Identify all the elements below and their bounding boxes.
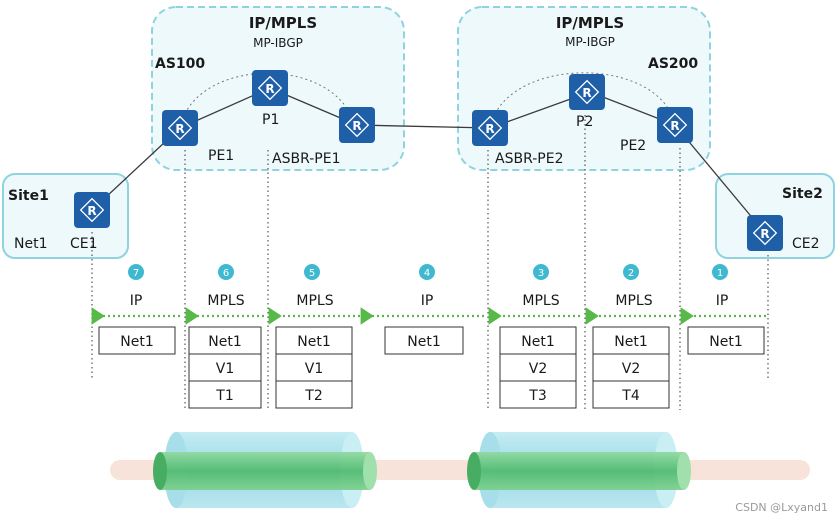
step-6: 6 (218, 264, 234, 280)
router-glyph: R (87, 204, 96, 218)
router-icon (752, 220, 778, 246)
step-2-protocol: MPLS (615, 293, 652, 309)
stack-step-3: Net1 V2 T3 (499, 326, 577, 409)
step-5-protocol: MPLS (296, 293, 333, 309)
step-number: 6 (223, 268, 229, 279)
router-icon (574, 79, 600, 105)
step-number: 2 (628, 268, 634, 279)
router-asbr-pe1[interactable]: R (339, 107, 375, 143)
router-icon (167, 115, 193, 141)
tunnel-as100 (153, 432, 377, 508)
router-ce2[interactable]: R (747, 215, 783, 251)
label-p2: P2 (576, 114, 593, 130)
as100-subtitle: MP-IBGP (253, 36, 303, 50)
step-number: 3 (538, 268, 544, 279)
stack-cell: V1 (305, 361, 323, 377)
router-glyph: R (582, 86, 591, 100)
stack-cell: V2 (529, 361, 547, 377)
stack-cell: Net1 (297, 334, 330, 350)
stack-cell: Net1 (521, 334, 554, 350)
label-ce1: CE1 (70, 236, 98, 252)
stack-step-5: Net1 V1 T2 (275, 326, 353, 409)
stack-cell: T4 (621, 388, 640, 404)
stack-cell: Net1 (614, 334, 647, 350)
stack-step-7: Net1 (98, 326, 176, 355)
router-glyph: R (352, 119, 361, 133)
router-p1[interactable]: R (252, 70, 288, 106)
router-icon (477, 115, 503, 141)
label-pe2: PE2 (620, 138, 646, 154)
router-glyph: R (175, 122, 184, 136)
router-pe2[interactable]: R (657, 107, 693, 143)
mp-ibgp-arc-as200 (489, 72, 676, 129)
label-net1: Net1 (14, 236, 47, 252)
step-7-protocol: IP (130, 293, 143, 309)
step-4-protocol: IP (421, 293, 434, 309)
stack-step-6: Net1 V1 T1 (188, 326, 262, 409)
stack-step-2: Net1 V2 T4 (592, 326, 670, 409)
router-icon (662, 112, 688, 138)
as200-subtitle: MP-IBGP (565, 35, 615, 49)
stack-cell: V2 (622, 361, 640, 377)
step-1-protocol: IP (716, 293, 729, 309)
stack-cell: Net1 (407, 334, 440, 350)
site2-label: Site2 (782, 186, 823, 202)
step-number: 1 (717, 268, 723, 279)
step-number: 4 (424, 268, 430, 279)
vertical-guides (91, 115, 769, 410)
router-ce1[interactable]: R (74, 192, 110, 228)
site1-label: Site1 (8, 188, 49, 204)
as100-title: IP/MPLS (249, 14, 317, 32)
stack-cell: T2 (304, 388, 322, 404)
router-asbr-pe2[interactable]: R (472, 110, 508, 146)
router-icon (257, 75, 283, 101)
stack-cell: V1 (216, 361, 234, 377)
stack-cell: T1 (215, 388, 233, 404)
step-number: 7 (133, 268, 139, 279)
router-glyph: R (265, 82, 274, 96)
label-asbr-pe2: ASBR-PE2 (495, 151, 563, 167)
stack-cell: Net1 (208, 334, 241, 350)
step-3-protocol: MPLS (522, 293, 559, 309)
step-1: 1 (712, 264, 728, 280)
router-icon (344, 112, 370, 138)
tunnel-as200 (467, 432, 691, 508)
step-3: 3 (533, 264, 549, 280)
stack-cell: Net1 (709, 334, 742, 350)
watermark: CSDN @Lxyand1 (735, 501, 828, 514)
step-4: 4 (419, 264, 435, 280)
step-5: 5 (304, 264, 320, 280)
step-6-protocol: MPLS (207, 293, 244, 309)
stack-step-1: Net1 (687, 326, 765, 355)
router-glyph: R (485, 122, 494, 136)
label-asbr-pe1: ASBR-PE1 (272, 151, 340, 167)
label-pe1: PE1 (208, 148, 234, 164)
router-pe1[interactable]: R (162, 110, 198, 146)
router-glyph: R (670, 119, 679, 133)
as200-title: IP/MPLS (556, 14, 624, 32)
stack-step-4: Net1 (384, 326, 464, 355)
label-p1: P1 (262, 112, 279, 128)
as200-label: AS200 (648, 56, 698, 72)
as100-label: AS100 (155, 56, 205, 72)
step-7: 7 (128, 264, 144, 280)
stack-cell: Net1 (120, 334, 153, 350)
step-2: 2 (623, 264, 639, 280)
router-glyph: R (760, 227, 769, 241)
stack-cell: T3 (528, 388, 546, 404)
router-p2[interactable]: R (569, 74, 605, 110)
router-icon (79, 197, 105, 223)
step-number: 5 (309, 268, 315, 279)
label-ce2: CE2 (792, 236, 820, 252)
